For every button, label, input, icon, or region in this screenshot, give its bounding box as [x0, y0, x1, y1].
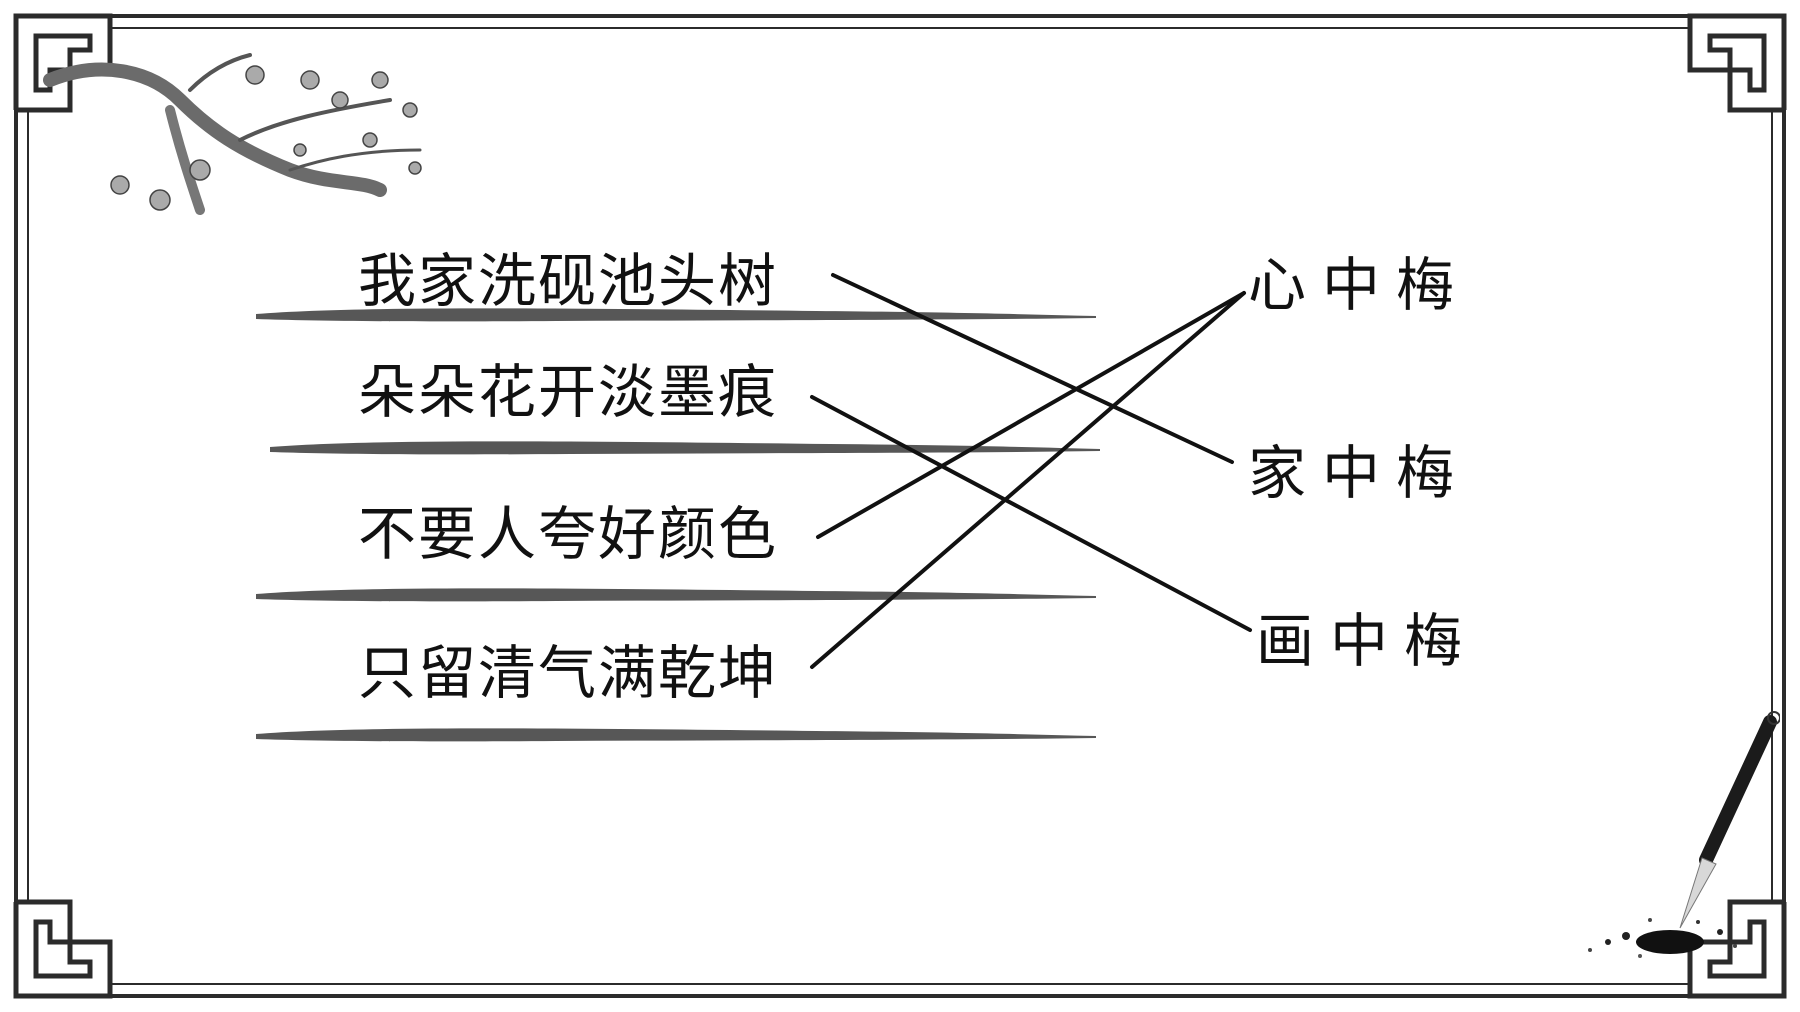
poem-line-4: 只留清气满乾坤 [358, 639, 779, 707]
answer-jia-zhong-mei: 家中梅 [1248, 439, 1471, 507]
fret-corner-top-right-icon [1687, 13, 1787, 113]
poem-line-1: 我家洗砚池头树 [358, 247, 779, 315]
fret-corner-bottom-left-icon [13, 899, 113, 999]
ink-brush-stroke-3 [256, 588, 1096, 602]
answer-xin-zhong-mei: 心中梅 [1248, 251, 1471, 319]
answer-hua-zhong-mei: 画中梅 [1256, 607, 1479, 675]
match-line-2 [810, 395, 1252, 632]
calligraphy-brush-icon [1588, 711, 1780, 958]
ink-brush-stroke-1 [256, 308, 1096, 322]
match-line-1 [831, 273, 1234, 464]
match-line-3 [816, 291, 1246, 539]
ink-brush-stroke-4 [256, 728, 1096, 742]
plum-blossom-branch-icon [43, 53, 422, 215]
ink-brush-stroke-2 [270, 441, 1100, 455]
poem-line-3: 不要人夸好颜色 [358, 500, 779, 568]
poem-line-2: 朵朵花开淡墨痕 [358, 358, 779, 426]
match-line-4 [810, 291, 1246, 669]
fret-corner-bottom-right-icon [1687, 899, 1787, 999]
